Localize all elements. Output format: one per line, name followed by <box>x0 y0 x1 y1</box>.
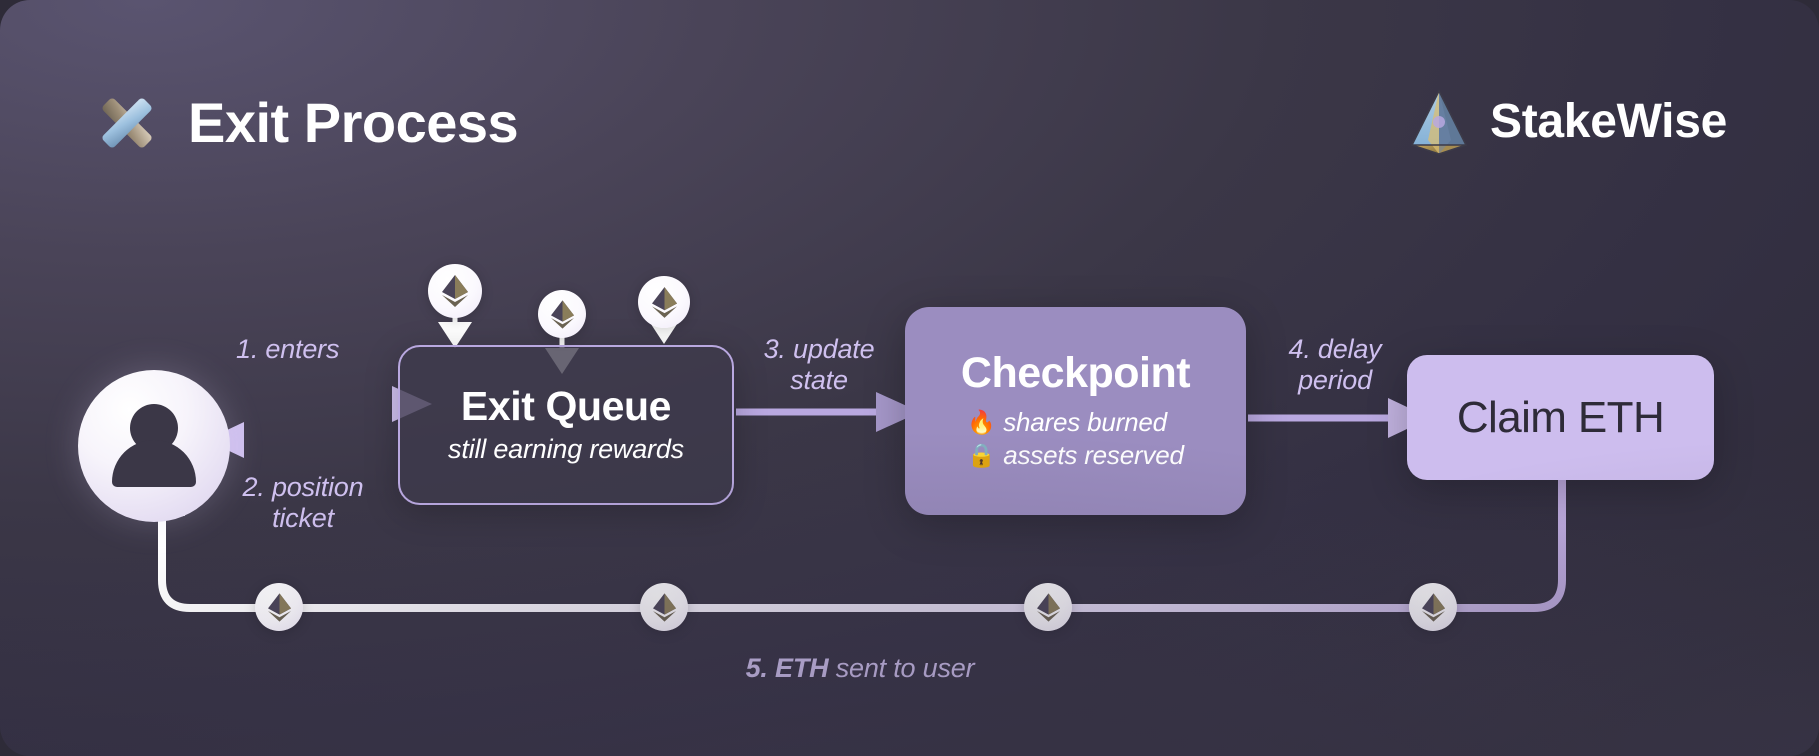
edge-label-eth-sent: 5. ETH sent to user <box>700 622 1020 684</box>
checkpoint-row-label: shares burned <box>1003 406 1167 437</box>
person-icon <box>112 404 196 487</box>
eth-token <box>640 583 688 631</box>
checkpoint-row-label: assets reserved <box>1003 439 1184 470</box>
eth-token <box>638 276 690 328</box>
eth-token <box>1409 583 1457 631</box>
header: Exit Process <box>0 0 1819 210</box>
edge-label-enters: 1. enters <box>236 334 340 364</box>
brand-block: StakeWise <box>1408 88 1727 156</box>
checkpoint-row: 🔒 assets reserved <box>967 440 1184 471</box>
exit-queue-subtitle: still earning rewards <box>448 434 684 465</box>
stakewise-logo-icon <box>1408 88 1470 156</box>
edge-label-position-ticket: 2. position ticket <box>242 472 364 533</box>
lock-icon: 🔒 <box>967 441 996 468</box>
title-block: Exit Process <box>92 88 519 158</box>
node-claim-eth[interactable]: Claim ETH <box>1407 355 1714 480</box>
user-avatar[interactable] <box>78 370 230 522</box>
checkpoint-title: Checkpoint <box>960 349 1191 398</box>
edge-label-delay-period: 4. delay period <box>1288 334 1382 395</box>
eth-token <box>255 583 303 631</box>
exit-queue-title: Exit Queue <box>460 382 672 429</box>
claim-eth-title: Claim ETH <box>1456 392 1665 442</box>
checkpoint-row: 🔥 shares burned <box>967 407 1184 438</box>
checkpoint-detail-list: 🔥 shares burned 🔒 assets reserved <box>967 407 1184 471</box>
node-checkpoint[interactable]: Checkpoint 🔥 shares burned 🔒 assets rese… <box>905 307 1246 515</box>
ethereum-diamond-icon <box>267 592 291 622</box>
eth-sent-rest: sent to user <box>828 652 975 683</box>
ethereum-diamond-icon <box>1421 592 1445 622</box>
eth-token <box>538 290 586 338</box>
ethereum-diamond-icon <box>652 592 676 622</box>
ethereum-diamond-icon <box>550 299 574 329</box>
brand-name: StakeWise <box>1490 95 1727 148</box>
ethereum-diamond-icon <box>442 275 468 307</box>
ethereum-diamond-icon <box>1036 592 1060 622</box>
node-exit-queue[interactable]: Exit Queue still earning rewards <box>398 345 734 505</box>
eth-token <box>428 264 482 318</box>
eth-sent-emphasis: 5. ETH <box>745 652 829 683</box>
x-cross-icon <box>92 88 162 158</box>
page-title: Exit Process <box>188 91 519 154</box>
eth-token <box>1024 583 1072 631</box>
fire-icon: 🔥 <box>967 408 996 435</box>
ethereum-diamond-icon <box>651 286 677 318</box>
edge-label-update-state: 3. update state <box>763 334 875 395</box>
